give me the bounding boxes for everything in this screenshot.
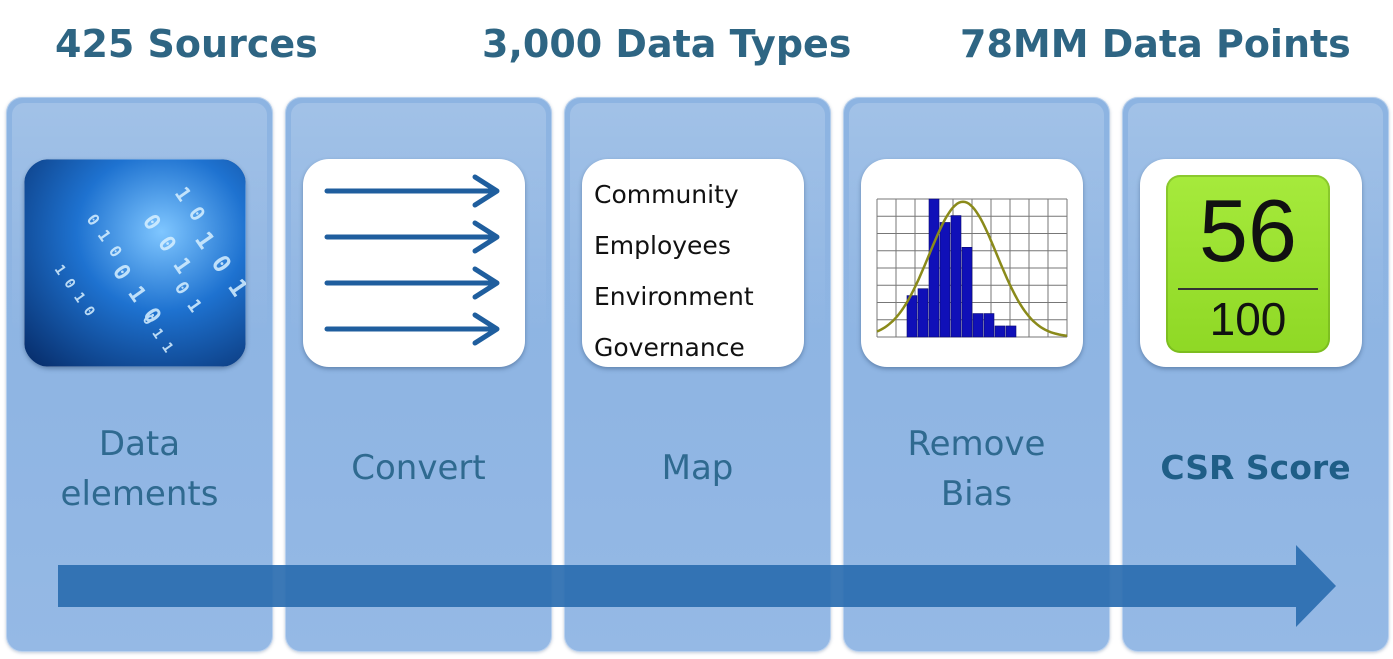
histogram-bar — [950, 215, 962, 338]
panel-label-data-elements: Data elements — [6, 419, 273, 519]
fraction-divider — [1178, 288, 1318, 290]
label-line: Bias — [940, 474, 1013, 514]
histogram-bar — [928, 198, 940, 338]
histogram-bar — [917, 288, 929, 338]
score-value: 56 — [1199, 181, 1297, 280]
category-item: Employees — [594, 231, 731, 260]
histogram-bell-curve-icon — [861, 159, 1083, 367]
histogram-bar — [972, 313, 984, 338]
headline-data-types: 3,000 Data Types — [482, 22, 852, 66]
score-box: 56 100 — [1166, 175, 1330, 353]
panel-data-elements: 1 0 0 0 1 1 0 1 0 1 0 0 1 0 0 1 1 0 1 0 … — [6, 97, 273, 652]
panel-label-csr-score: CSR Score — [1160, 448, 1351, 487]
histogram-bar — [994, 325, 1006, 338]
histogram-bar — [983, 313, 995, 338]
label-line: Remove — [907, 424, 1046, 464]
panel-label-remove-bias: Remove Bias — [843, 419, 1110, 519]
label-line: elements — [60, 474, 219, 514]
histogram-bar — [939, 222, 951, 338]
panel-csr-score: 56 100 CSR Score — [1122, 97, 1389, 652]
flow-arrow-icon — [58, 545, 1336, 627]
histogram-bar — [1005, 325, 1017, 338]
panel-label-convert: Convert — [351, 448, 486, 488]
bell-curve — [876, 200, 1068, 337]
score-max: 100 — [1209, 293, 1287, 345]
category-item: Community — [594, 180, 739, 209]
category-list: Community Employees Environment Governan… — [582, 159, 804, 367]
panel-label-map: Map — [661, 448, 734, 488]
panel-remove-bias: Remove Bias — [843, 97, 1110, 652]
binary-data-icon: 1 0 0 0 1 1 0 1 0 1 0 0 1 0 0 1 1 0 1 0 … — [24, 159, 246, 367]
histogram-bar — [961, 247, 973, 338]
headline-sources: 425 Sources — [55, 22, 318, 66]
label-line: Data — [98, 424, 181, 464]
arrows-icon — [303, 159, 525, 367]
category-item: Governance — [594, 333, 745, 362]
headline-data-points: 78MM Data Points — [960, 22, 1351, 66]
panel-convert: Convert — [285, 97, 552, 652]
panel-map: Community Employees Environment Governan… — [564, 97, 831, 652]
score-card: 56 100 — [1140, 159, 1362, 367]
category-item: Environment — [594, 282, 754, 311]
